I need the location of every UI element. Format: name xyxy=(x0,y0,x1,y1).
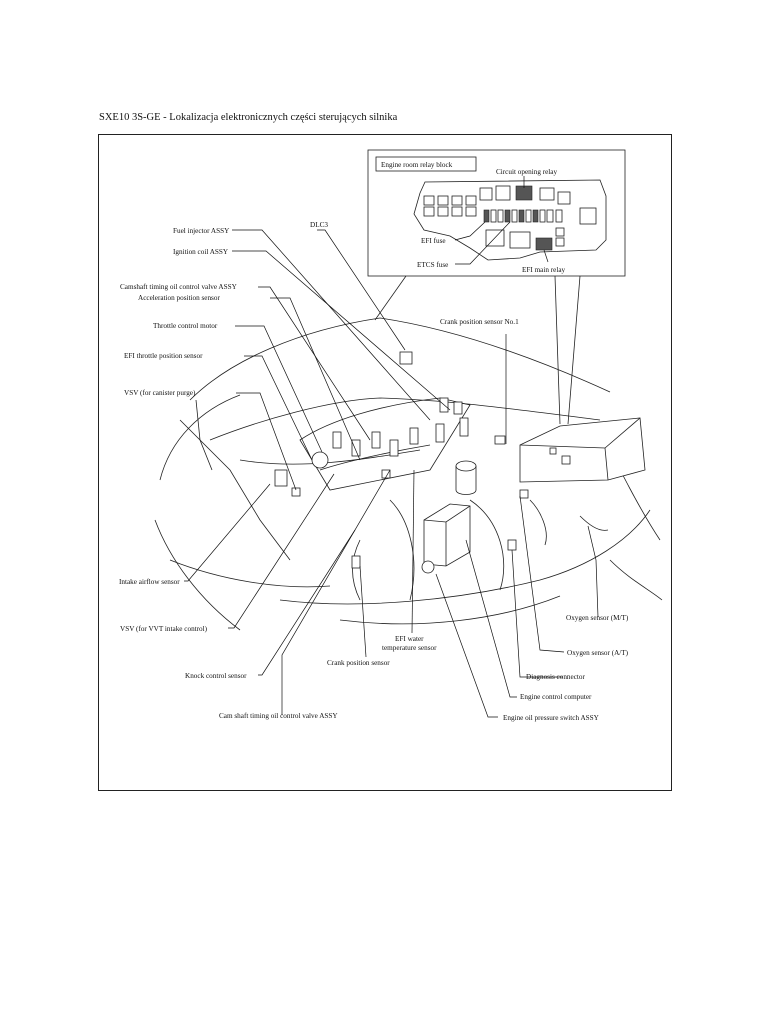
label-etcs-fuse: ETCS fuse xyxy=(417,261,448,269)
label-dlc3: DLC3 xyxy=(310,221,328,229)
label-throttle-motor: Throttle control motor xyxy=(153,322,218,330)
label-oxygen-at: Oxygen sensor (A/T) xyxy=(567,649,629,657)
engine-bay-drawing xyxy=(154,317,663,631)
label-knock-sensor: Knock control sensor xyxy=(185,672,247,680)
label-cam-shaft-valve-bottom: Cam shaft timing oil control valve ASSY xyxy=(219,712,338,720)
relay-block-inset: Engine room relay block xyxy=(367,149,626,425)
label-vsv-vvt: VSV (for VVT intake control) xyxy=(120,625,208,633)
label-ignition-coil: Ignition coil ASSY xyxy=(173,248,229,256)
label-camshaft-valve-top: Camshaft timing oil control valve ASSY xyxy=(120,283,238,291)
label-efi-main-relay: EFI main relay xyxy=(522,266,566,274)
label-efi-water-line1: EFI water xyxy=(395,635,424,643)
label-vsv-canister: VSV (for canister purge) xyxy=(124,389,196,397)
label-efi-water-line2: temperature sensor xyxy=(382,644,437,652)
label-oil-pressure-switch: Engine oil pressure switch ASSY xyxy=(503,714,600,722)
label-efi-fuse: EFI fuse xyxy=(421,237,446,245)
relay-block-title: Engine room relay block xyxy=(381,161,453,169)
label-engine-computer: Engine control computer xyxy=(520,693,592,701)
document-title: SXE10 3S-GE - Lokalizacja elektronicznyc… xyxy=(99,112,398,123)
label-crank-sensor-no1: Crank position sensor No.1 xyxy=(440,318,519,326)
component-labels: DLC3 Fuel injector ASSY Ignition coil AS… xyxy=(119,221,629,722)
label-efi-throttle-sensor: EFI throttle position sensor xyxy=(124,352,203,360)
diagram-frame xyxy=(98,134,672,791)
leader-lines xyxy=(184,229,599,718)
label-intake-airflow: Intake airflow sensor xyxy=(119,578,180,586)
label-acceleration-sensor: Acceleration position sensor xyxy=(138,294,220,302)
label-diagnosis-connector: Diagnosis connector xyxy=(526,673,585,681)
label-crank-sensor: Crank position sensor xyxy=(327,659,390,667)
label-oxygen-mt: Oxygen sensor (M/T) xyxy=(566,614,629,622)
label-circuit-opening-relay: Circuit opening relay xyxy=(496,168,557,176)
label-fuel-injector: Fuel injector ASSY xyxy=(173,227,230,235)
